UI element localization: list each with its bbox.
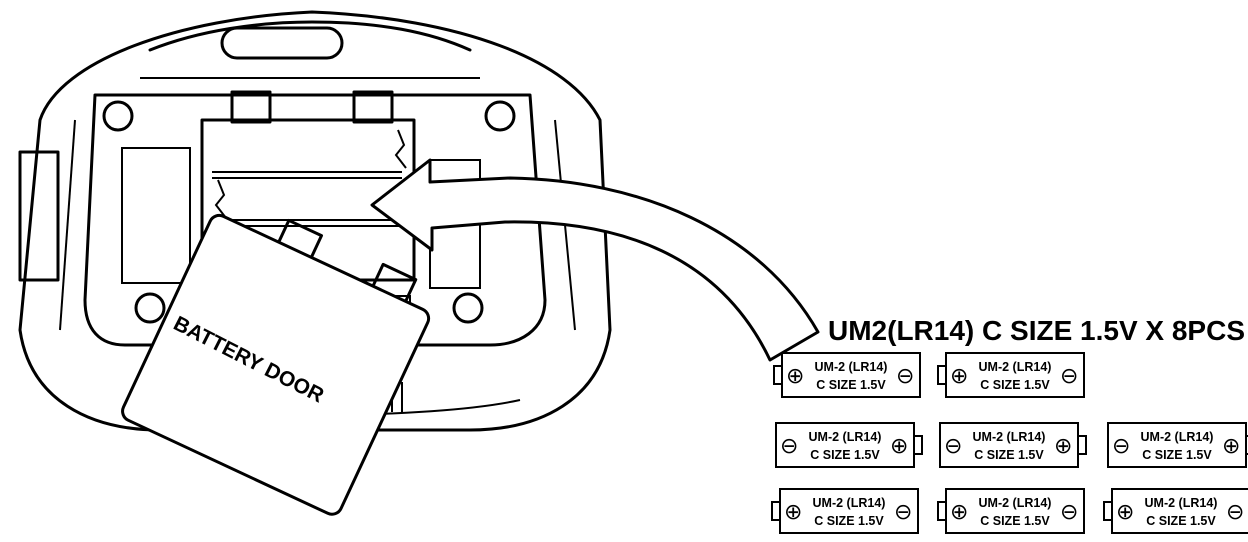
battery-model-label: UM-2 (LR14) (1145, 496, 1218, 510)
latch (230, 90, 272, 124)
battery-size-label: C SIZE 1.5V (1146, 514, 1216, 528)
screw-hole (484, 100, 516, 132)
battery-grid: ⊕ ⊖ UM-2 (LR14) C SIZE 1.5V ⊕ ⊖ UM-2 (LR14) C S… (771, 352, 1248, 534)
plus-icon: ⊕ (950, 500, 968, 525)
battery-cell: ⊕ ⊖ UM-2 (LR14) C SIZE 1.5V (1103, 488, 1248, 534)
screw-hole (102, 100, 134, 132)
battery-model-label: UM-2 (LR14) (1141, 430, 1214, 444)
device-body (18, 10, 612, 432)
battery-model-label: UM-2 (LR14) (973, 430, 1046, 444)
handle-slot (220, 26, 344, 60)
minus-icon: ⊖ (1060, 364, 1078, 389)
battery-model-label: UM-2 (LR14) (809, 430, 882, 444)
battery-size-label: C SIZE 1.5V (980, 514, 1050, 528)
plus-icon: ⊕ (890, 434, 908, 459)
battery-cell: ⊕ ⊖ UM-2 (LR14) C SIZE 1.5V (773, 352, 921, 398)
battery-size-label: C SIZE 1.5V (974, 448, 1044, 462)
minus-icon: ⊖ (1112, 434, 1130, 459)
battery-terminal (1245, 435, 1248, 455)
battery-size-label: C SIZE 1.5V (816, 378, 886, 392)
battery-model-label: UM-2 (LR14) (979, 496, 1052, 510)
battery-terminal (771, 501, 781, 521)
minus-icon: ⊖ (780, 434, 798, 459)
battery-terminal (1077, 435, 1087, 455)
plus-icon: ⊕ (1054, 434, 1072, 459)
minus-icon: ⊖ (1060, 500, 1078, 525)
battery-size-label: C SIZE 1.5V (1142, 448, 1212, 462)
plus-icon: ⊕ (950, 364, 968, 389)
door-panel (121, 213, 431, 516)
battery-heading: UM2(LR14) C SIZE 1.5V X 8PCS (828, 315, 1245, 346)
battery-terminal (937, 501, 947, 521)
battery-cell: ⊖ ⊕ UM-2 (LR14) C SIZE 1.5V (775, 422, 923, 468)
plus-icon: ⊕ (786, 364, 804, 389)
side-slot (18, 150, 60, 282)
battery-terminal (1103, 501, 1113, 521)
minus-icon: ⊖ (896, 364, 914, 389)
screw-hole (452, 292, 484, 324)
battery-terminal (773, 365, 783, 385)
battery-model-label: UM-2 (LR14) (815, 360, 888, 374)
battery-terminal (913, 435, 923, 455)
minus-icon: ⊖ (944, 434, 962, 459)
battery-model-label: UM-2 (LR14) (813, 496, 886, 510)
foot-pad (121, 147, 191, 284)
battery-terminal (937, 365, 947, 385)
latch (352, 90, 394, 124)
screw-hole (134, 292, 166, 324)
battery-cell: ⊖ ⊕ UM-2 (LR14) C SIZE 1.5V (939, 422, 1087, 468)
battery-door (121, 213, 431, 516)
plus-icon: ⊕ (1116, 500, 1134, 525)
battery-cell: ⊕ ⊖ UM-2 (LR14) C SIZE 1.5V (937, 352, 1085, 398)
battery-cell: ⊕ ⊖ UM-2 (LR14) C SIZE 1.5V (937, 488, 1085, 534)
minus-icon: ⊖ (894, 500, 912, 525)
battery-size-label: C SIZE 1.5V (980, 378, 1050, 392)
battery-cell: ⊖ ⊕ UM-2 (LR14) C SIZE 1.5V (1107, 422, 1248, 468)
battery-size-label: C SIZE 1.5V (814, 514, 884, 528)
battery-model-label: UM-2 (LR14) (979, 360, 1052, 374)
insert-arrow (370, 158, 820, 362)
battery-cell: ⊕ ⊖ UM-2 (LR14) C SIZE 1.5V (771, 488, 919, 534)
plus-icon: ⊕ (784, 500, 802, 525)
battery-size-label: C SIZE 1.5V (810, 448, 880, 462)
minus-icon: ⊖ (1226, 500, 1244, 525)
plus-icon: ⊕ (1222, 434, 1240, 459)
